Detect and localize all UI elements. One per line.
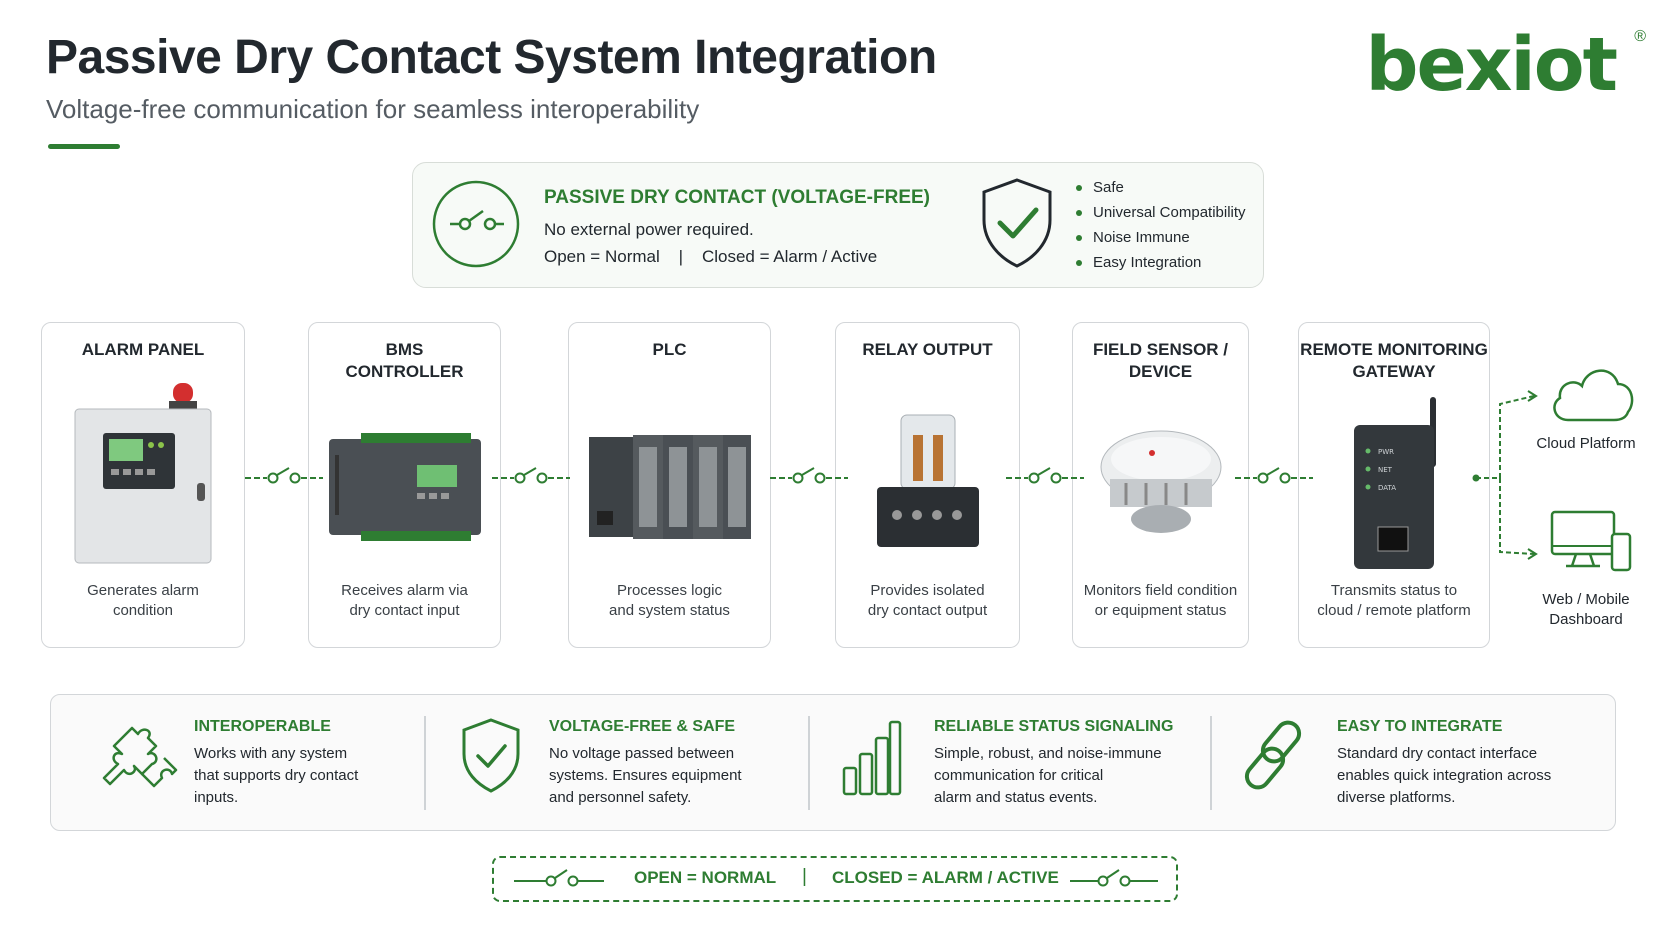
field-sensor-image [1100,430,1221,533]
benefit-item: Universal Compatibility [1076,203,1246,228]
dry-contact-switch-icon [432,180,520,268]
device-title: RELAY OUTPUT [862,340,993,359]
summary-power-note: No external power required. [544,220,754,239]
puzzle-icon [102,726,178,788]
page-title: Passive Dry Contact System Integration [46,31,937,84]
cloud-icon [1553,369,1634,422]
device-desc: Processes logic and system status [609,582,730,619]
feature-divider [808,716,810,810]
dry-contact-connector [1235,467,1313,484]
bms-controller-image [328,433,481,541]
dry-contact-connector [770,467,848,484]
dry-contact-connector [1006,467,1084,484]
title-accent-line [48,144,120,149]
feature-heading: RELIABLE STATUS SIGNALING [934,718,1174,735]
device-card-plc: PLC Processes logic and system status [568,322,771,648]
brand-logo: bexiot [1365,22,1618,108]
device-card-bms-controller: BMS CONTROLLER Receives alarm via dry co… [308,322,501,648]
monitor-phone-icon [1550,510,1632,572]
destination-label-cloud: Cloud Platform [1536,435,1636,452]
led-label-pwr: PWR [1378,448,1394,456]
plc-image [588,435,751,539]
device-title: FIELD SENSOR / DEVICE [1092,340,1229,381]
feature-divider [424,716,426,810]
dry-contact-connector [245,467,323,484]
open-switch-icon [514,869,604,887]
feature-text: Standard dry contact interface enables q… [1337,745,1552,806]
device-title: PLC [652,340,687,359]
device-card-remote-gateway: REMOTE MONITORING GATEWAY PWR NET DATA T… [1298,322,1490,648]
benefit-item: Safe [1076,178,1246,203]
benefit-item: Easy Integration [1076,253,1246,278]
dry-contact-connector [492,467,570,484]
gateway-fanout-arrows [1472,390,1538,560]
alarm-panel-image [74,383,212,564]
legend-separator: | [802,866,807,887]
device-desc: Generates alarm condition [87,582,199,619]
destination-label-dashboard: Web / Mobile Dashboard [1542,591,1630,628]
device-card-field-sensor: FIELD SENSOR / DEVICE Monitors field con… [1072,322,1249,648]
device-card-relay-output: RELAY OUTPUT Provides isolated dry conta… [835,322,1020,648]
feature-text: No voltage passed between systems. Ensur… [549,745,742,806]
state-legend [492,856,1178,902]
led-label-net: NET [1378,466,1393,474]
page-subtitle: Voltage-free communication for seamless … [46,94,700,124]
feature-text: Works with any system that supports dry … [194,745,359,806]
legend-open-label: OPEN = NORMAL [634,868,777,887]
features-panel [50,694,1616,831]
device-desc: Transmits status to cloud / remote platf… [1317,582,1471,619]
feature-heading: EASY TO INTEGRATE [1337,718,1503,735]
registered-mark: ® [1634,28,1646,45]
device-desc: Provides isolated dry contact output [867,582,988,619]
legend-closed-label: CLOSED = ALARM / ACTIVE [832,868,1059,887]
device-title: REMOTE MONITORING GATEWAY [1300,340,1488,381]
summary-heading: PASSIVE DRY CONTACT (VOLTAGE-FREE) [544,187,930,208]
feature-heading: VOLTAGE-FREE & SAFE [549,718,736,735]
feature-text: Simple, robust, and noise-immune communi… [934,745,1162,806]
benefit-list: Safe Universal Compatibility Noise Immun… [1076,178,1246,278]
relay-image [876,414,979,547]
led-label-data: DATA [1378,484,1396,492]
summary-panel [412,162,1264,288]
closed-switch-icon [1070,869,1158,887]
gateway-image: PWR NET DATA [1354,397,1436,569]
summary-state-note: Open = Normal | Closed = Alarm / Active [544,247,878,266]
link-icon [1244,720,1302,790]
device-desc: Monitors field condition or equipment st… [1083,582,1238,619]
device-title: BMS CONTROLLER [345,340,464,381]
signal-bars-icon [842,720,902,796]
feature-divider [1210,716,1212,810]
shield-check-icon [982,178,1052,268]
device-card-alarm-panel: ALARM PANEL Generates alarm condition [41,322,245,648]
device-desc: Receives alarm via dry contact input [341,582,468,619]
shield-check-icon [462,718,520,793]
feature-heading: INTEROPERABLE [194,718,331,735]
benefit-item: Noise Immune [1076,228,1246,253]
device-title: ALARM PANEL [81,340,205,359]
